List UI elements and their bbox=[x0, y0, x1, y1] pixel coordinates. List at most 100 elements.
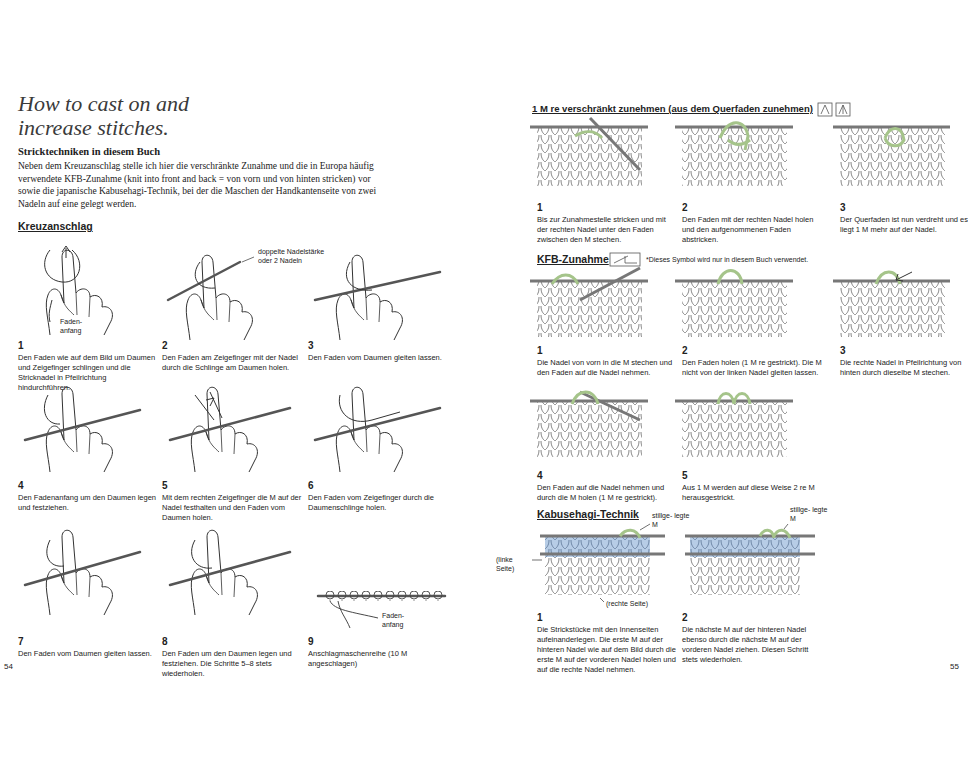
callout-label: *Dieses Symbol wird nur in diesem Buch v… bbox=[646, 256, 821, 265]
hand-drawing bbox=[170, 552, 290, 585]
hand-drawing bbox=[25, 530, 140, 615]
knit-swatch bbox=[840, 128, 945, 186]
step-number: 2 bbox=[682, 202, 688, 214]
hand-drawing bbox=[170, 408, 290, 440]
hand-drawing bbox=[191, 530, 257, 615]
step-number: 7 bbox=[18, 636, 24, 648]
handwritten-note: How to cast on and increase stitches. bbox=[18, 92, 258, 140]
technique-heading: Kreuzanschlag bbox=[18, 220, 93, 233]
knit-swatch bbox=[540, 553, 665, 556]
step-number: 1 bbox=[537, 612, 543, 624]
hand-drawing bbox=[45, 250, 80, 282]
hand-drawing bbox=[315, 272, 440, 300]
step-number: 5 bbox=[162, 480, 168, 492]
knit-swatch bbox=[580, 268, 640, 300]
cast-on-row bbox=[325, 591, 445, 601]
hand-drawing bbox=[47, 540, 64, 566]
hand-drawing bbox=[336, 387, 402, 472]
knit-swatch bbox=[675, 271, 793, 338]
technique-heading: KFB-Zunahme bbox=[537, 253, 609, 266]
cast-on-row bbox=[330, 601, 378, 628]
hand-drawing bbox=[192, 540, 212, 568]
step-text: Bis zur Zunahmestelle stricken und mit d… bbox=[537, 215, 677, 245]
intro-text: Neben dem Kreuzanschlag stelle ich hier … bbox=[18, 160, 393, 210]
hand-drawing bbox=[25, 552, 140, 585]
hand-drawing bbox=[62, 246, 70, 258]
knit-swatch bbox=[760, 530, 790, 538]
knit-swatch bbox=[530, 400, 648, 403]
hand-drawing bbox=[168, 255, 254, 340]
step-number: 3 bbox=[308, 340, 314, 352]
step-text: Anschlagmaschenreihe (10 M angeschlagen) bbox=[308, 649, 448, 669]
step-text: Den Faden holen (1 M re gestrickt). Die … bbox=[682, 358, 822, 378]
knit-swatch bbox=[690, 557, 800, 595]
knit-swatch bbox=[572, 392, 598, 404]
callout-label: stillge- legte M bbox=[790, 506, 830, 523]
knit-swatch bbox=[718, 394, 750, 405]
step-text: Aus 1 M werden auf diese Weise 2 re M he… bbox=[682, 483, 822, 503]
hand-drawing bbox=[170, 530, 290, 615]
knit-swatch bbox=[600, 598, 604, 602]
step-text: Die Strickstücke mit den Innenseiten auf… bbox=[537, 625, 677, 675]
step-number: 1 bbox=[537, 345, 543, 357]
step-number: 8 bbox=[162, 636, 168, 648]
step-text: Die nächste M auf der hinteren Nadel ebe… bbox=[682, 625, 822, 665]
knit-swatch bbox=[682, 128, 787, 186]
knit-swatch bbox=[720, 123, 748, 150]
step-text: Die rechte Nadel in Pfeilrichtung von hi… bbox=[840, 358, 968, 378]
knit-swatch bbox=[537, 402, 642, 457]
knit-swatch bbox=[640, 524, 650, 530]
section-title: Stricktechniken in diesem Buch bbox=[18, 145, 160, 158]
knit-swatch bbox=[540, 535, 665, 538]
knit-swatch bbox=[840, 282, 945, 337]
knit-swatch bbox=[885, 128, 904, 145]
knit-swatch bbox=[718, 271, 742, 285]
knit-swatch bbox=[685, 535, 815, 538]
callout-label: (linke Seite) bbox=[496, 556, 530, 573]
step-text: Die Nadel von vorn in die M stechen und … bbox=[537, 358, 677, 378]
step-number: 2 bbox=[682, 345, 688, 357]
stitch-symbol bbox=[818, 103, 832, 116]
hand-drawing bbox=[336, 255, 402, 340]
page-number: 54 bbox=[4, 662, 13, 672]
hand-drawing bbox=[186, 255, 252, 340]
cast-on-row bbox=[318, 591, 445, 628]
knit-swatch bbox=[675, 394, 793, 458]
knit-swatch bbox=[575, 132, 602, 138]
hand-drawing bbox=[339, 395, 400, 421]
knit-swatch bbox=[532, 524, 665, 602]
knit-swatch bbox=[580, 392, 640, 420]
callout-label: (rechte Seite) bbox=[606, 600, 656, 609]
step-number: 3 bbox=[840, 202, 846, 214]
knit-swatch bbox=[833, 127, 950, 186]
step-number: 1 bbox=[537, 202, 543, 214]
stitch-symbol bbox=[821, 105, 829, 114]
step-number: 4 bbox=[537, 470, 543, 482]
step-text: Den Faden wie auf dem Bild um Daumen und… bbox=[18, 353, 158, 393]
hand-drawing bbox=[242, 257, 254, 262]
step-number: 1 bbox=[18, 340, 24, 352]
knit-swatch bbox=[682, 402, 787, 457]
knit-swatch bbox=[833, 272, 950, 337]
knit-swatch bbox=[537, 282, 642, 337]
step-text: Den Faden um den Daumen legen und festzi… bbox=[162, 649, 302, 679]
stitch-symbol bbox=[818, 103, 850, 116]
knit-swatch bbox=[833, 280, 950, 283]
knit-swatch bbox=[530, 118, 648, 186]
hand-drawing bbox=[315, 255, 440, 340]
step-text: Mit dem rechten Zeigefinger die M auf de… bbox=[162, 493, 302, 523]
knit-swatch bbox=[590, 118, 640, 170]
knit-swatch bbox=[685, 524, 815, 595]
callout-label: stillge- legte M bbox=[652, 512, 692, 529]
step-text: Den Faden auf die Nadel nehmen und durch… bbox=[537, 483, 677, 503]
knit-swatch bbox=[532, 560, 542, 561]
stitch-symbol bbox=[839, 105, 847, 114]
hand-drawing bbox=[49, 300, 52, 322]
stitch-symbol bbox=[836, 103, 850, 116]
knit-swatch bbox=[728, 140, 750, 145]
knit-swatch bbox=[685, 553, 815, 556]
hand-drawing bbox=[170, 387, 290, 472]
step-number: 2 bbox=[682, 612, 688, 624]
hand-drawing bbox=[25, 387, 140, 472]
